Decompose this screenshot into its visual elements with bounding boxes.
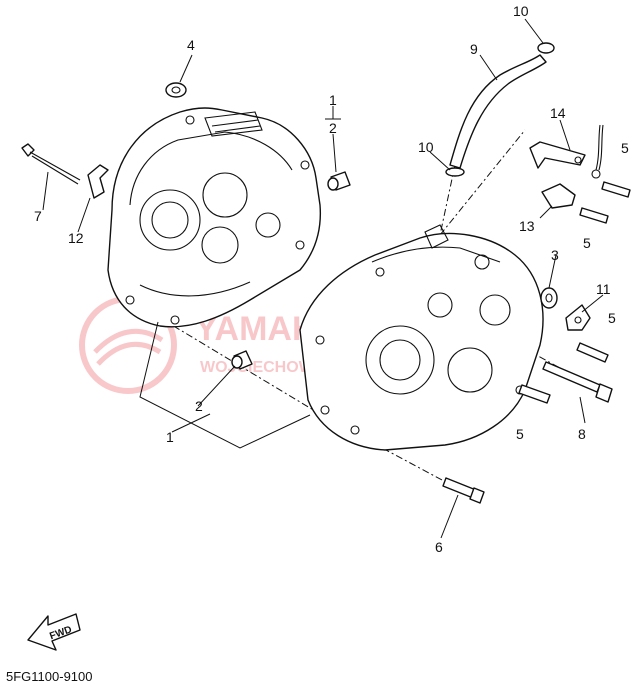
callout-5-a: 5 [621, 140, 629, 156]
callout-9: 9 [470, 41, 478, 57]
callout-1-top: 1 [329, 92, 337, 108]
diagram-code: 5FG1100-9100 [6, 669, 93, 684]
wire-lead [591, 124, 604, 179]
watermark-logo-mark [93, 328, 164, 366]
part-10-clip-top [537, 42, 555, 54]
part-5-bolt-d [518, 384, 551, 404]
part-6-bolt [442, 477, 485, 504]
part-3-washer [540, 287, 558, 309]
part-5-bolt-a [601, 181, 631, 198]
part-13-holder [541, 183, 576, 209]
part-7-bolt [21, 143, 81, 185]
part-12-clamp [87, 164, 109, 199]
callout-4: 4 [187, 37, 195, 53]
callouts: 10 4 9 1 2 14 10 5 7 13 12 5 3 11 5 2 5 … [34, 3, 629, 555]
callout-2-top: 2 [329, 120, 337, 136]
callout-1-bottom: 1 [166, 429, 174, 445]
callout-12: 12 [68, 230, 84, 246]
callout-8: 8 [578, 426, 586, 442]
part-2-dowel-pin-top [327, 171, 351, 191]
callout-14: 14 [550, 105, 566, 121]
part-5-bolt-c [576, 342, 609, 363]
callout-5-d: 5 [516, 426, 524, 442]
part-14-bracket [529, 141, 586, 169]
fwd-arrow: FWD [27, 613, 81, 651]
crankcase-left [107, 107, 322, 328]
callout-10-mid: 10 [418, 139, 434, 155]
part-10-clip-mid [445, 167, 465, 177]
part-4-washer [165, 82, 187, 98]
part-11-plate [565, 304, 591, 331]
crankcase-right [299, 224, 544, 451]
callout-13: 13 [519, 218, 535, 234]
leader-lines [42, 18, 604, 539]
callout-5-c: 5 [608, 310, 616, 326]
part-5-bolt-b [579, 207, 609, 224]
part-9-hose [449, 54, 547, 169]
callout-3: 3 [551, 247, 559, 263]
callout-10-top: 10 [513, 3, 529, 19]
callout-5-b: 5 [583, 235, 591, 251]
part-8-bolt [542, 361, 613, 403]
callout-11: 11 [596, 281, 611, 297]
callout-2-bottom: 2 [195, 398, 203, 414]
callout-6: 6 [435, 539, 443, 555]
callout-7: 7 [34, 208, 42, 224]
part-2-dowel-pin-bottom [231, 350, 253, 370]
